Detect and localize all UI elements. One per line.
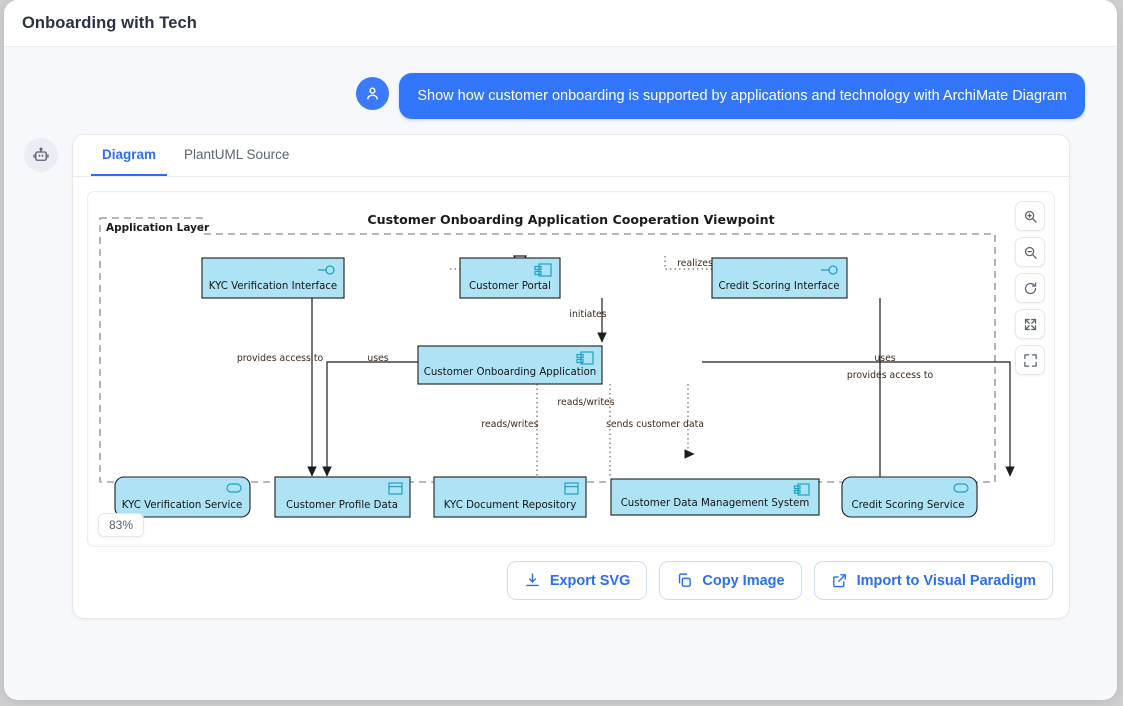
node-label: Customer Profile Data	[286, 500, 398, 511]
component-icon	[576, 351, 594, 365]
diagram-surface: Customer Onboarding Application Cooperat…	[90, 194, 1052, 545]
assistant-avatar	[24, 138, 58, 173]
node-customer-portal[interactable]: Customer Portal	[459, 257, 561, 299]
zoom-in-icon	[1024, 210, 1037, 223]
service-icon	[226, 483, 242, 493]
fullscreen-button[interactable]	[1015, 345, 1045, 376]
diagram-title: Customer Onboarding Application Cooperat…	[367, 212, 775, 228]
edge-label-reads-writes-docs: reads/writes	[557, 397, 614, 408]
edge-label-provides-access-left: provides access to	[237, 353, 324, 364]
zoom-level-badge: 83%	[98, 513, 145, 538]
node-customer-onboarding-application[interactable]: Customer Onboarding Application	[417, 345, 603, 385]
node-kyc-document-repository[interactable]: KYC Document Repository	[433, 476, 587, 518]
node-customer-profile-data[interactable]: Customer Profile Data	[274, 476, 411, 518]
user-icon	[367, 87, 379, 100]
download-icon	[525, 573, 539, 587]
node-label: Credit Scoring Service	[851, 500, 964, 511]
import-to-visual-paradigm-button[interactable]: Import to Visual Paradigm	[813, 561, 1053, 601]
assistant-message-row: Diagram PlantUML Source Customer Onboard…	[4, 119, 1117, 620]
tab-diagram[interactable]: Diagram	[91, 135, 168, 177]
robot-icon	[33, 147, 49, 162]
data-object-icon	[388, 482, 403, 495]
card-tabs: Diagram PlantUML Source	[73, 135, 1069, 178]
diagram-card: Diagram PlantUML Source Customer Onboard…	[72, 134, 1070, 620]
interface-icon	[821, 265, 838, 275]
zoom-toolbar	[1015, 201, 1045, 376]
node-label: Customer Onboarding Application	[424, 367, 597, 378]
card-actions: Export SVG Copy Image	[73, 561, 1069, 618]
zoom-out-icon	[1024, 246, 1037, 259]
export-svg-label: Export SVG	[549, 572, 631, 589]
zoom-out-button[interactable]	[1015, 237, 1045, 268]
node-label: KYC Document Repository	[444, 500, 577, 511]
edge-label-sends-customer-data: sends customer data	[606, 419, 704, 430]
node-credit-scoring-interface[interactable]: Credit Scoring Interface	[711, 257, 848, 299]
page-title: Onboarding with Tech	[22, 13, 197, 32]
copy-image-label: Copy Image	[702, 572, 785, 589]
fit-screen-button[interactable]	[1015, 309, 1045, 340]
export-svg-button[interactable]: Export SVG	[506, 561, 648, 601]
node-label: Credit Scoring Interface	[719, 281, 840, 292]
application-layer-group	[99, 217, 996, 483]
reset-button[interactable]	[1015, 273, 1045, 304]
import-label: Import to Visual Paradigm	[856, 572, 1036, 589]
edge-label-initiates: initiates	[569, 309, 606, 320]
node-credit-scoring-service[interactable]: Credit Scoring Service	[841, 476, 978, 518]
tab-plantuml-source[interactable]: PlantUML Source	[184, 147, 290, 163]
application-layer-label: Application Layer	[106, 222, 210, 234]
node-kyc-verification-interface[interactable]: KYC Verification Interface	[201, 257, 345, 299]
zoom-in-button[interactable]	[1015, 201, 1045, 232]
component-icon	[534, 263, 552, 277]
node-label: Customer Portal	[469, 281, 551, 292]
titlebar: Onboarding with Tech	[4, 0, 1117, 47]
edge-label-uses-left: uses	[367, 353, 388, 364]
fit-screen-icon	[1024, 318, 1036, 330]
data-object-icon	[564, 482, 579, 495]
user-avatar	[356, 77, 390, 110]
edge-label-realizes-right: realizes	[677, 258, 713, 269]
edge-label-reads-writes-profile: reads/writes	[481, 419, 538, 430]
fullscreen-icon	[1023, 353, 1037, 367]
external-link-icon	[832, 574, 846, 588]
node-label: KYC Verification Interface	[209, 281, 337, 292]
component-icon	[793, 483, 810, 496]
user-message-row: Show how customer onboarding is supporte…	[4, 47, 1117, 120]
interface-icon	[318, 265, 335, 275]
node-label: KYC Verification Service	[122, 500, 242, 511]
copy-image-button[interactable]: Copy Image	[659, 561, 802, 601]
node-kyc-verification-service[interactable]: KYC Verification Service	[114, 476, 251, 518]
diagram-canvas[interactable]: Customer Onboarding Application Cooperat…	[87, 191, 1055, 548]
edge-label-provides-access-right: provides access to	[847, 370, 934, 381]
user-message-bubble: Show how customer onboarding is supporte…	[399, 73, 1085, 120]
archimate-diagram: realizes realizes initiates provides acc…	[99, 217, 1015, 518]
service-icon	[953, 483, 969, 493]
edge-label-uses-right: uses	[874, 353, 895, 364]
reset-icon	[1024, 282, 1036, 294]
copy-icon	[679, 573, 692, 587]
node-customer-data-management-system[interactable]: Customer Data Management System	[610, 478, 820, 516]
chat-body: Show how customer onboarding is supporte…	[4, 47, 1117, 700]
app-window: Onboarding with Tech Show how customer o…	[4, 0, 1117, 700]
node-label: Customer Data Management System	[621, 498, 810, 509]
